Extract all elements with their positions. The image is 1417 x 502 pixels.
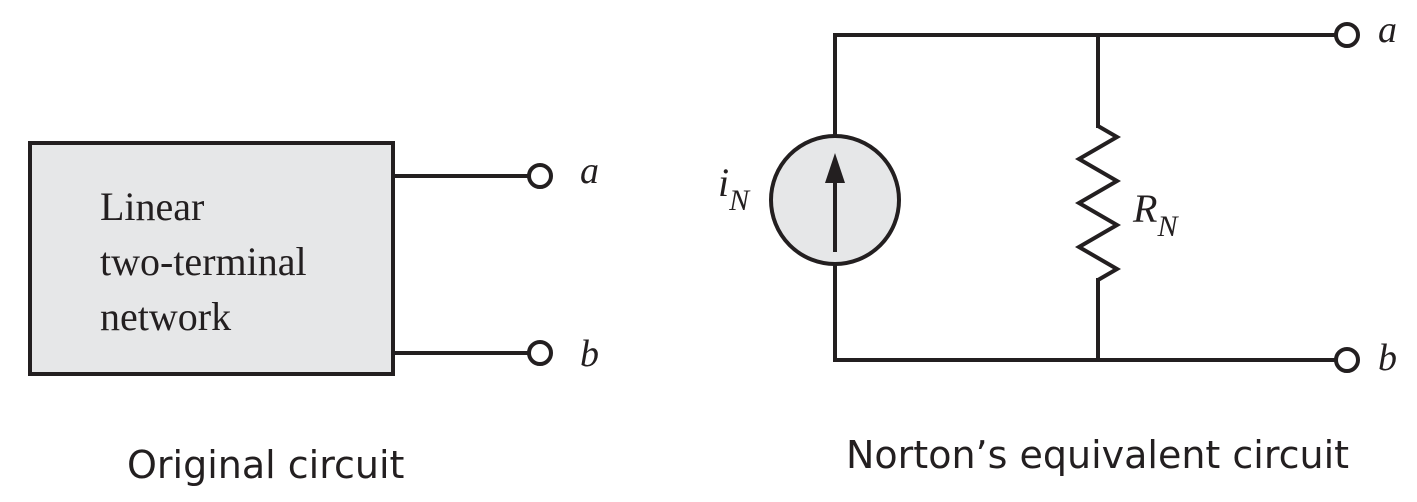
norton-terminal-b bbox=[1334, 347, 1360, 373]
original-label-a: a bbox=[580, 150, 599, 192]
norton-caption: Norton’s equivalent circuit bbox=[846, 433, 1349, 477]
resistor-zigzag bbox=[1075, 124, 1121, 282]
norton-terminal-a bbox=[1334, 22, 1360, 48]
original-circuit: Linear two-terminal network a b Original… bbox=[28, 141, 599, 487]
norton-label-b: b bbox=[1378, 337, 1397, 379]
network-line-3: network bbox=[100, 294, 231, 339]
source-label: iN bbox=[718, 160, 751, 217]
norton-label-a: a bbox=[1378, 9, 1397, 51]
original-label-b: b bbox=[580, 333, 599, 375]
original-terminal-b bbox=[527, 340, 553, 366]
network-line-2: two-terminal bbox=[100, 239, 307, 284]
resistor-label: RN bbox=[1132, 186, 1179, 243]
original-caption: Original circuit bbox=[127, 443, 404, 487]
network-line-1: Linear bbox=[100, 184, 204, 229]
norton-circuit: iN RN a b Norton’s equivalent circuit bbox=[718, 9, 1397, 477]
linear-network-box bbox=[28, 141, 395, 376]
current-arrow-head bbox=[825, 153, 845, 183]
original-terminal-a bbox=[527, 163, 553, 189]
